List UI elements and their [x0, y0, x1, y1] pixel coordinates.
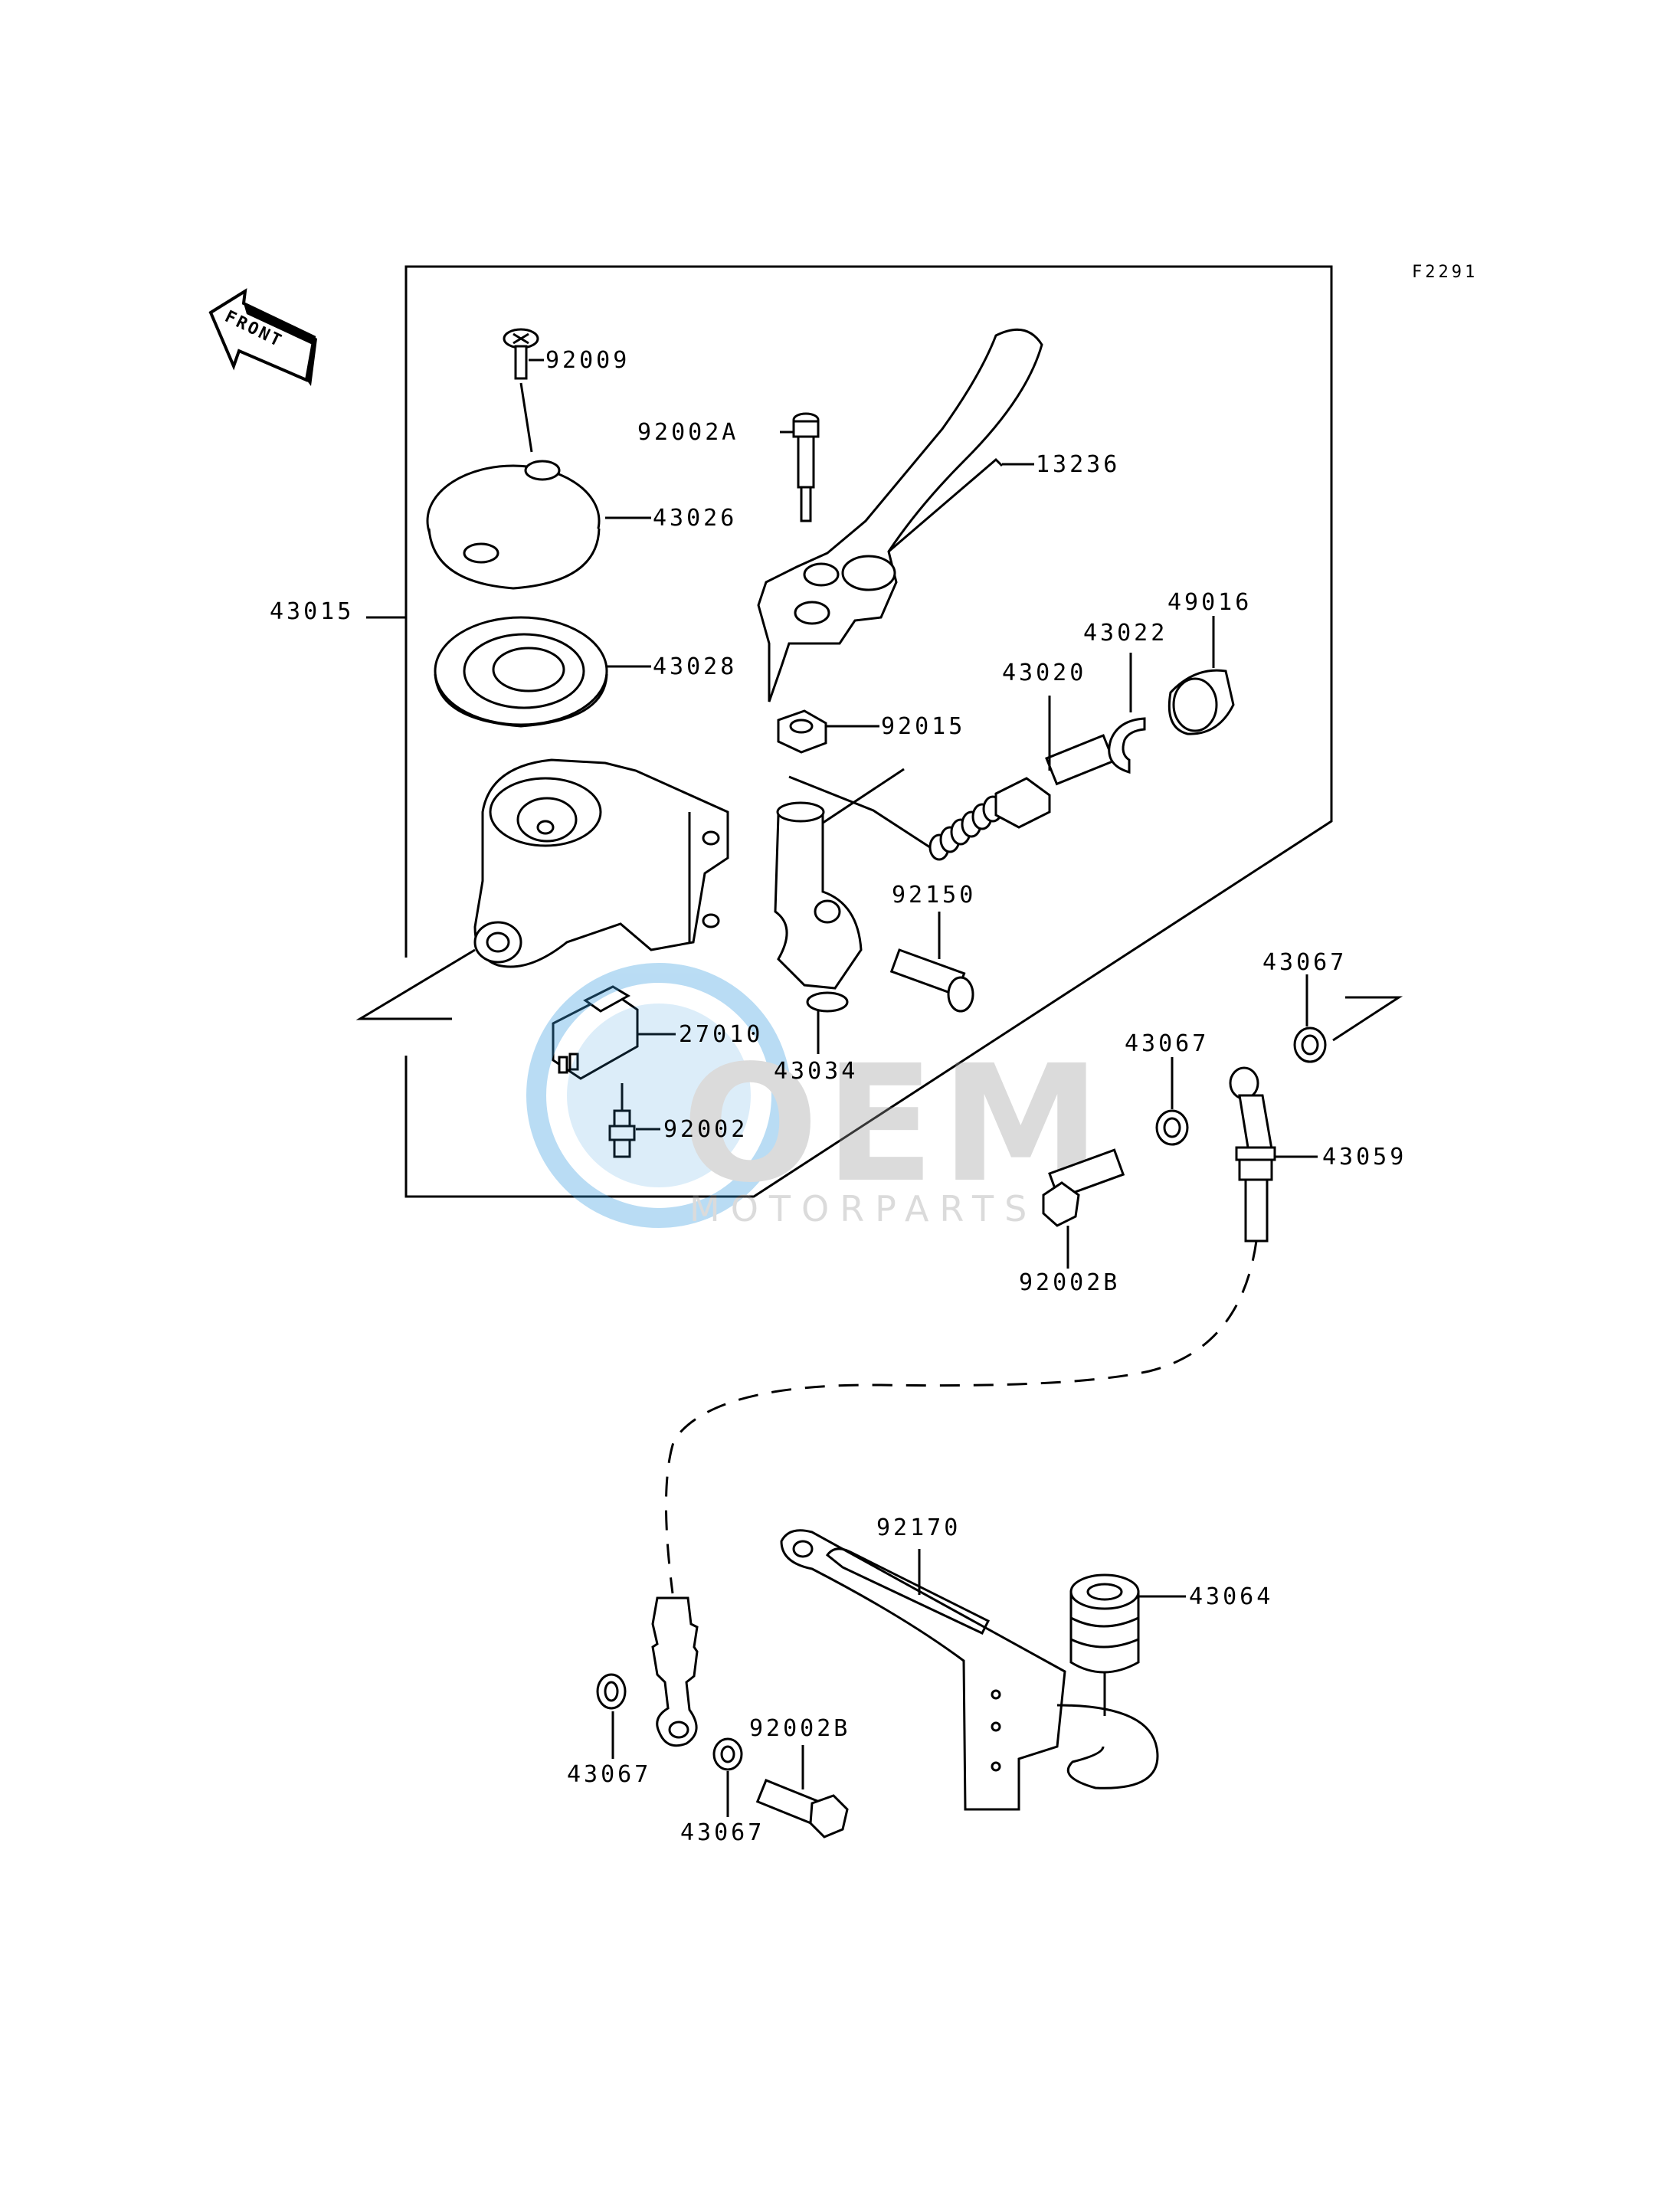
washer-43067-a: [1293, 974, 1403, 1063]
label-92002: 92002: [663, 1116, 748, 1143]
label-43067-d: 43067: [680, 1819, 765, 1846]
banjo-bolt-92002B-a: [1042, 1148, 1125, 1269]
circlip-43022: [1108, 653, 1146, 774]
label-43034: 43034: [774, 1058, 858, 1085]
label-43064: 43064: [1189, 1583, 1273, 1610]
washer-43067-b: [1155, 1057, 1189, 1146]
banjo-bolt-92002B-b: [755, 1745, 849, 1838]
label-92150: 92150: [892, 882, 976, 909]
master-cylinder-body: [355, 758, 729, 1020]
screw-92009: [503, 328, 544, 453]
nut-92015: [777, 709, 879, 754]
brake-switch-27010: [552, 985, 676, 1080]
label-43028: 43028: [653, 653, 737, 680]
label-43026: 43026: [653, 505, 737, 532]
label-43067-c: 43067: [567, 1761, 651, 1788]
front-arrow-icon: FRONT: [208, 288, 317, 386]
watermark-tagline: MOTORPARTS: [689, 1188, 1037, 1229]
label-92002B-b: 92002B: [749, 1715, 850, 1742]
hose-bracket-92170: [780, 1529, 1159, 1811]
label-43015: 43015: [270, 598, 354, 625]
label-27010: 27010: [679, 1021, 763, 1048]
washer-43067-d: [712, 1737, 743, 1817]
washer-43067-c: [596, 1673, 627, 1759]
label-92009: 92009: [545, 347, 630, 374]
watermark-brand: OEM: [682, 1030, 1107, 1218]
oem-motorparts-watermark: OEM MOTORPARTS: [526, 963, 1107, 1229]
clamp-43034: [774, 801, 863, 1054]
diaphragm-43028: [434, 616, 651, 728]
label-92170: 92170: [876, 1514, 961, 1541]
brake-hose-fitting-43059: [1229, 1066, 1318, 1243]
label-92002B-a: 92002B: [1019, 1269, 1120, 1296]
master-cylinder-assembly-box: [366, 265, 1333, 1198]
label-49016: 49016: [1167, 589, 1252, 616]
clamp-bolt-92150: [889, 912, 974, 1013]
pivot-bolt-92002A: [780, 412, 820, 522]
screw-92002: [608, 1083, 660, 1158]
label-43067-a: 43067: [1262, 949, 1347, 976]
part-labels: 43015 92009 43026 43028 92002A 13236 920…: [270, 347, 1407, 1846]
label-92002A: 92002A: [637, 419, 738, 446]
label-43022: 43022: [1083, 620, 1167, 647]
dust-boot-49016: [1167, 616, 1235, 735]
label-92015: 92015: [881, 713, 965, 740]
label-43059: 43059: [1322, 1144, 1407, 1171]
label-13236: 13236: [1036, 451, 1120, 478]
brake-hose-line: [664, 1240, 1258, 1594]
label-43067-b: 43067: [1125, 1030, 1209, 1057]
banjo-fitting-lower: [651, 1596, 699, 1747]
label-43020: 43020: [1002, 660, 1086, 686]
grommet-43064: [1069, 1573, 1186, 1716]
figure-code: F2291: [1412, 263, 1478, 282]
reservoir-cap-43026: [426, 460, 651, 590]
brake-lever-13236: [757, 328, 1043, 702]
piston-assembly-43020: [781, 696, 1115, 861]
